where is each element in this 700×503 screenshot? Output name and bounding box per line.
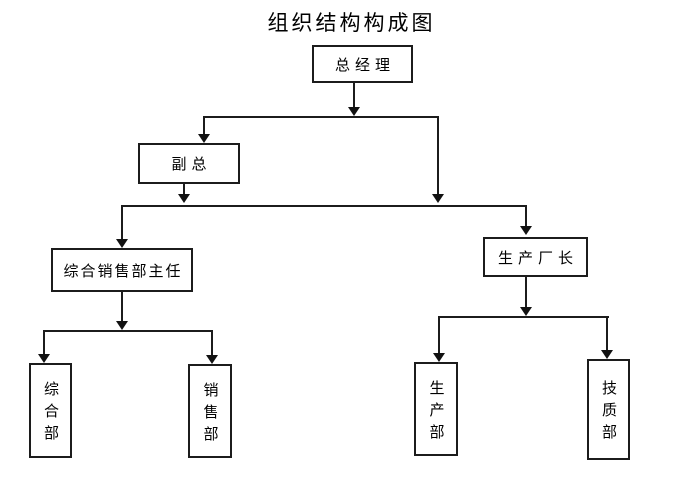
node-sales-office-director: 综合销售部主任 bbox=[51, 248, 193, 292]
connector-bus4-to-production-dept bbox=[438, 316, 440, 353]
connector-deputy-drop bbox=[183, 184, 185, 195]
node-production-dept: 生产部 bbox=[414, 362, 458, 456]
connector-bus2-to-sales-director bbox=[121, 205, 123, 239]
connector-bus1 bbox=[203, 116, 439, 118]
node-tech-quality-dept: 技质部 bbox=[587, 359, 630, 460]
arrowhead-gm-to-bus1 bbox=[348, 107, 360, 116]
arrowhead-into-general-affairs-dept bbox=[38, 354, 50, 363]
connector-gm-drop bbox=[353, 83, 355, 107]
arrowhead-into-deputy bbox=[198, 134, 210, 143]
connector-bus1-right-drop bbox=[437, 116, 439, 195]
diagram-title: 组织结构构成图 bbox=[267, 11, 436, 35]
connector-sales-director-drop bbox=[121, 292, 123, 322]
connector-bus4-to-tech-quality bbox=[606, 316, 608, 350]
arrowhead-into-production-dept bbox=[433, 353, 445, 362]
connector-bus2-to-production-manager bbox=[525, 205, 527, 226]
connector-bus3-to-general-affairs bbox=[43, 330, 45, 354]
connector-bus3-to-sales-dept bbox=[211, 330, 213, 355]
connector-bus2 bbox=[121, 205, 527, 207]
arrowhead-sales-director-to-bus3 bbox=[116, 321, 128, 330]
arrowhead-deputy-to-bus2 bbox=[178, 194, 190, 203]
connector-bus1-to-deputy bbox=[203, 116, 205, 135]
connector-bus3 bbox=[43, 330, 213, 332]
arrowhead-into-production-manager bbox=[520, 226, 532, 235]
node-deputy-general-manager: 副总 bbox=[138, 143, 240, 184]
arrowhead-into-sales-director bbox=[116, 239, 128, 248]
node-general-affairs-dept: 综合部 bbox=[29, 363, 72, 458]
node-production-plant-manager: 生产厂长 bbox=[483, 237, 588, 277]
arrowhead-into-sales-dept bbox=[206, 355, 218, 364]
connector-bus4 bbox=[439, 316, 609, 318]
node-sales-dept: 销售部 bbox=[188, 364, 232, 458]
arrowhead-bus1-to-bus2 bbox=[432, 194, 444, 203]
connector-production-manager-drop bbox=[525, 277, 527, 308]
arrowhead-production-manager-to-bus4 bbox=[520, 307, 532, 316]
arrowhead-into-tech-quality-dept bbox=[601, 350, 613, 359]
node-general-manager: 总经理 bbox=[312, 45, 413, 83]
